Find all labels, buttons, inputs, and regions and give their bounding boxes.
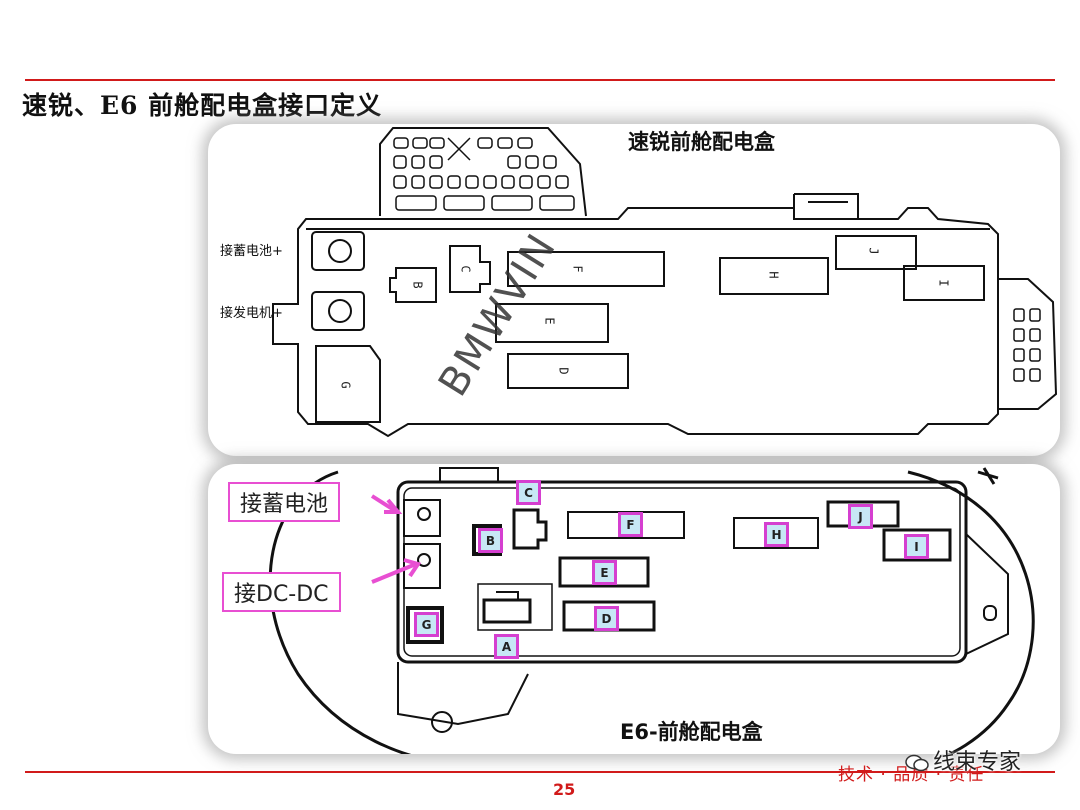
slot-label-b: B [410,281,425,289]
alternator-plus-label: 接发电机+ [220,306,283,321]
bottom-panel-caption: E6-前舱配电盒 [620,720,763,744]
bottom-diagram-panel: 接蓄电池 接DC-DC A B C D E F G H I J E6-前舱配电盒 [208,464,1060,754]
wechat-icon [905,754,929,772]
connector-tag-g: G [414,612,439,637]
top-fusebox-drawing [272,127,1058,438]
slot-label-e: E [542,317,557,325]
connector-tag-d: D [594,606,619,631]
connector-tag-e: E [592,560,617,585]
battery-plus-label: 接蓄电池+ [220,244,283,259]
dcdc-callout: 接DC-DC [222,572,341,612]
footer-slogan: 技术 · 品质 · 责任 [838,765,985,785]
slot-label-g: G [338,381,353,389]
bottom-fusebox-drawing [268,467,1035,754]
connector-tag-i: I [904,534,929,559]
connector-tag-b: B [478,528,503,553]
connector-tag-c: C [516,480,541,505]
header-rule [25,79,1055,81]
connector-tag-h: H [764,522,789,547]
slot-label-i: I [936,279,951,287]
slot-label-j: J [866,247,881,255]
battery-callout: 接蓄电池 [228,482,341,522]
slot-label-f: F [570,265,585,273]
top-panel-caption: 速锐前舱配电盒 [628,130,775,154]
slot-label-h: H [766,271,781,279]
connector-tag-a: A [494,634,519,659]
slot-label-d: D [556,367,571,375]
wechat-account: 线束专家 [905,744,1021,776]
wechat-account-name: 线束专家 [933,750,1022,775]
footer-rule [25,771,1055,773]
connector-tag-j: J [848,504,873,529]
top-diagram-panel: 速锐前舱配电盒 接蓄电池+ 接发电机+ B C F H J I E D G [208,124,1060,456]
slot-label-c: C [458,265,473,273]
page-number: 25 [553,780,576,799]
page-title: 速锐、E6 前舱配电盒接口定义 [22,91,383,120]
connector-tag-f: F [618,512,643,537]
